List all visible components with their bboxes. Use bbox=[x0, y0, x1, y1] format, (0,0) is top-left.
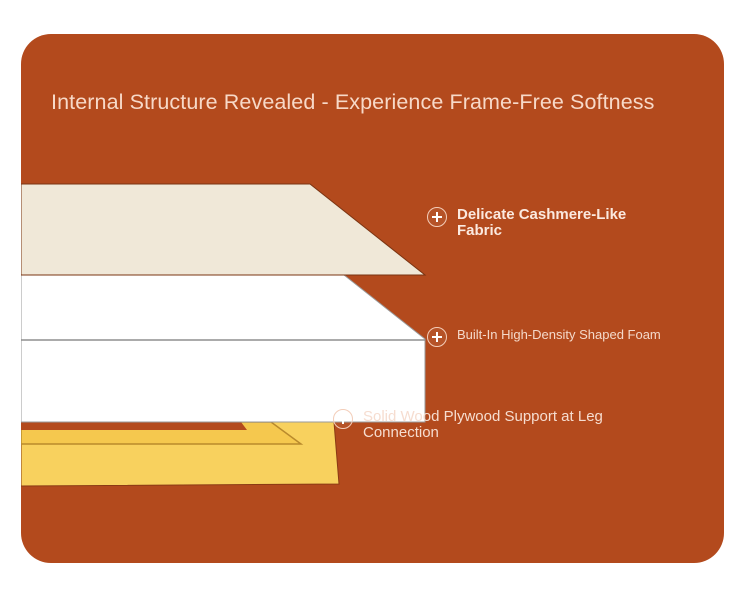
layer-cross-section bbox=[21, 183, 427, 487]
page-title: Internal Structure Revealed - Experience… bbox=[51, 90, 655, 114]
callout-fabric: Delicate Cashmere-Like Fabric bbox=[427, 207, 667, 239]
callout-plywood: Solid Wood Plywood Support at Leg Connec… bbox=[333, 409, 653, 441]
fabric-layer bbox=[21, 183, 427, 276]
callout-fabric-label: Delicate Cashmere-Like Fabric bbox=[457, 206, 627, 239]
foam-layer bbox=[21, 274, 426, 423]
plywood-slot bbox=[21, 422, 247, 430]
infographic-card: Internal Structure Revealed - Experience… bbox=[21, 34, 724, 563]
plus-circle-icon[interactable] bbox=[427, 207, 447, 227]
callout-plywood-label: Solid Wood Plywood Support at Leg Connec… bbox=[363, 408, 603, 441]
callout-foam: Built-In High-Density Shaped Foam bbox=[427, 327, 661, 347]
callout-foam-label: Built-In High-Density Shaped Foam bbox=[457, 327, 661, 342]
plus-circle-icon[interactable] bbox=[333, 409, 353, 429]
plus-circle-icon[interactable] bbox=[427, 327, 447, 347]
